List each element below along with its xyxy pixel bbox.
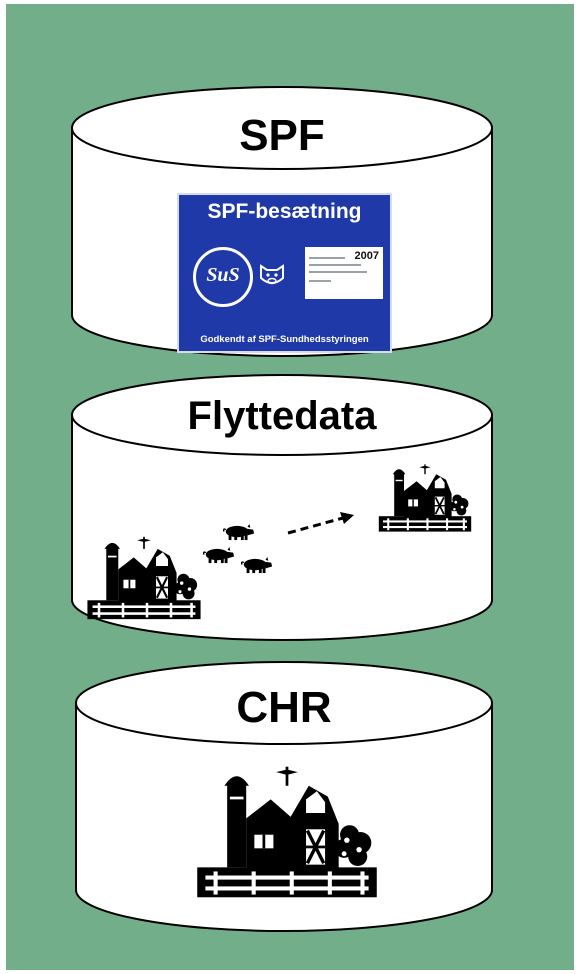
cylinder-label-spf: SPF	[239, 111, 325, 160]
arrow-icon	[287, 512, 354, 535]
sign-title: SPF-besætning	[207, 200, 362, 223]
sign-year: 2007	[354, 250, 379, 262]
sign-text-line	[309, 264, 361, 266]
sign-text-line	[309, 271, 367, 273]
pig-head-icon	[260, 264, 284, 285]
sign-text-line	[309, 280, 331, 282]
cylinder-label-chr: CHR	[236, 683, 332, 732]
cylinder-label-flyttedata: Flyttedata	[187, 394, 377, 438]
sign-text-line	[309, 257, 345, 259]
sus-logo: SuS	[193, 247, 253, 307]
sign-footer: Godkendt af SPF-Sundhedsstyringen	[200, 334, 369, 345]
sus-logo-text: SuS	[206, 264, 240, 286]
sign-info-card: 2007	[305, 247, 383, 299]
spf-sign: SPF-besætning SuS 2007 Godkendt af SPF-S…	[177, 193, 392, 353]
